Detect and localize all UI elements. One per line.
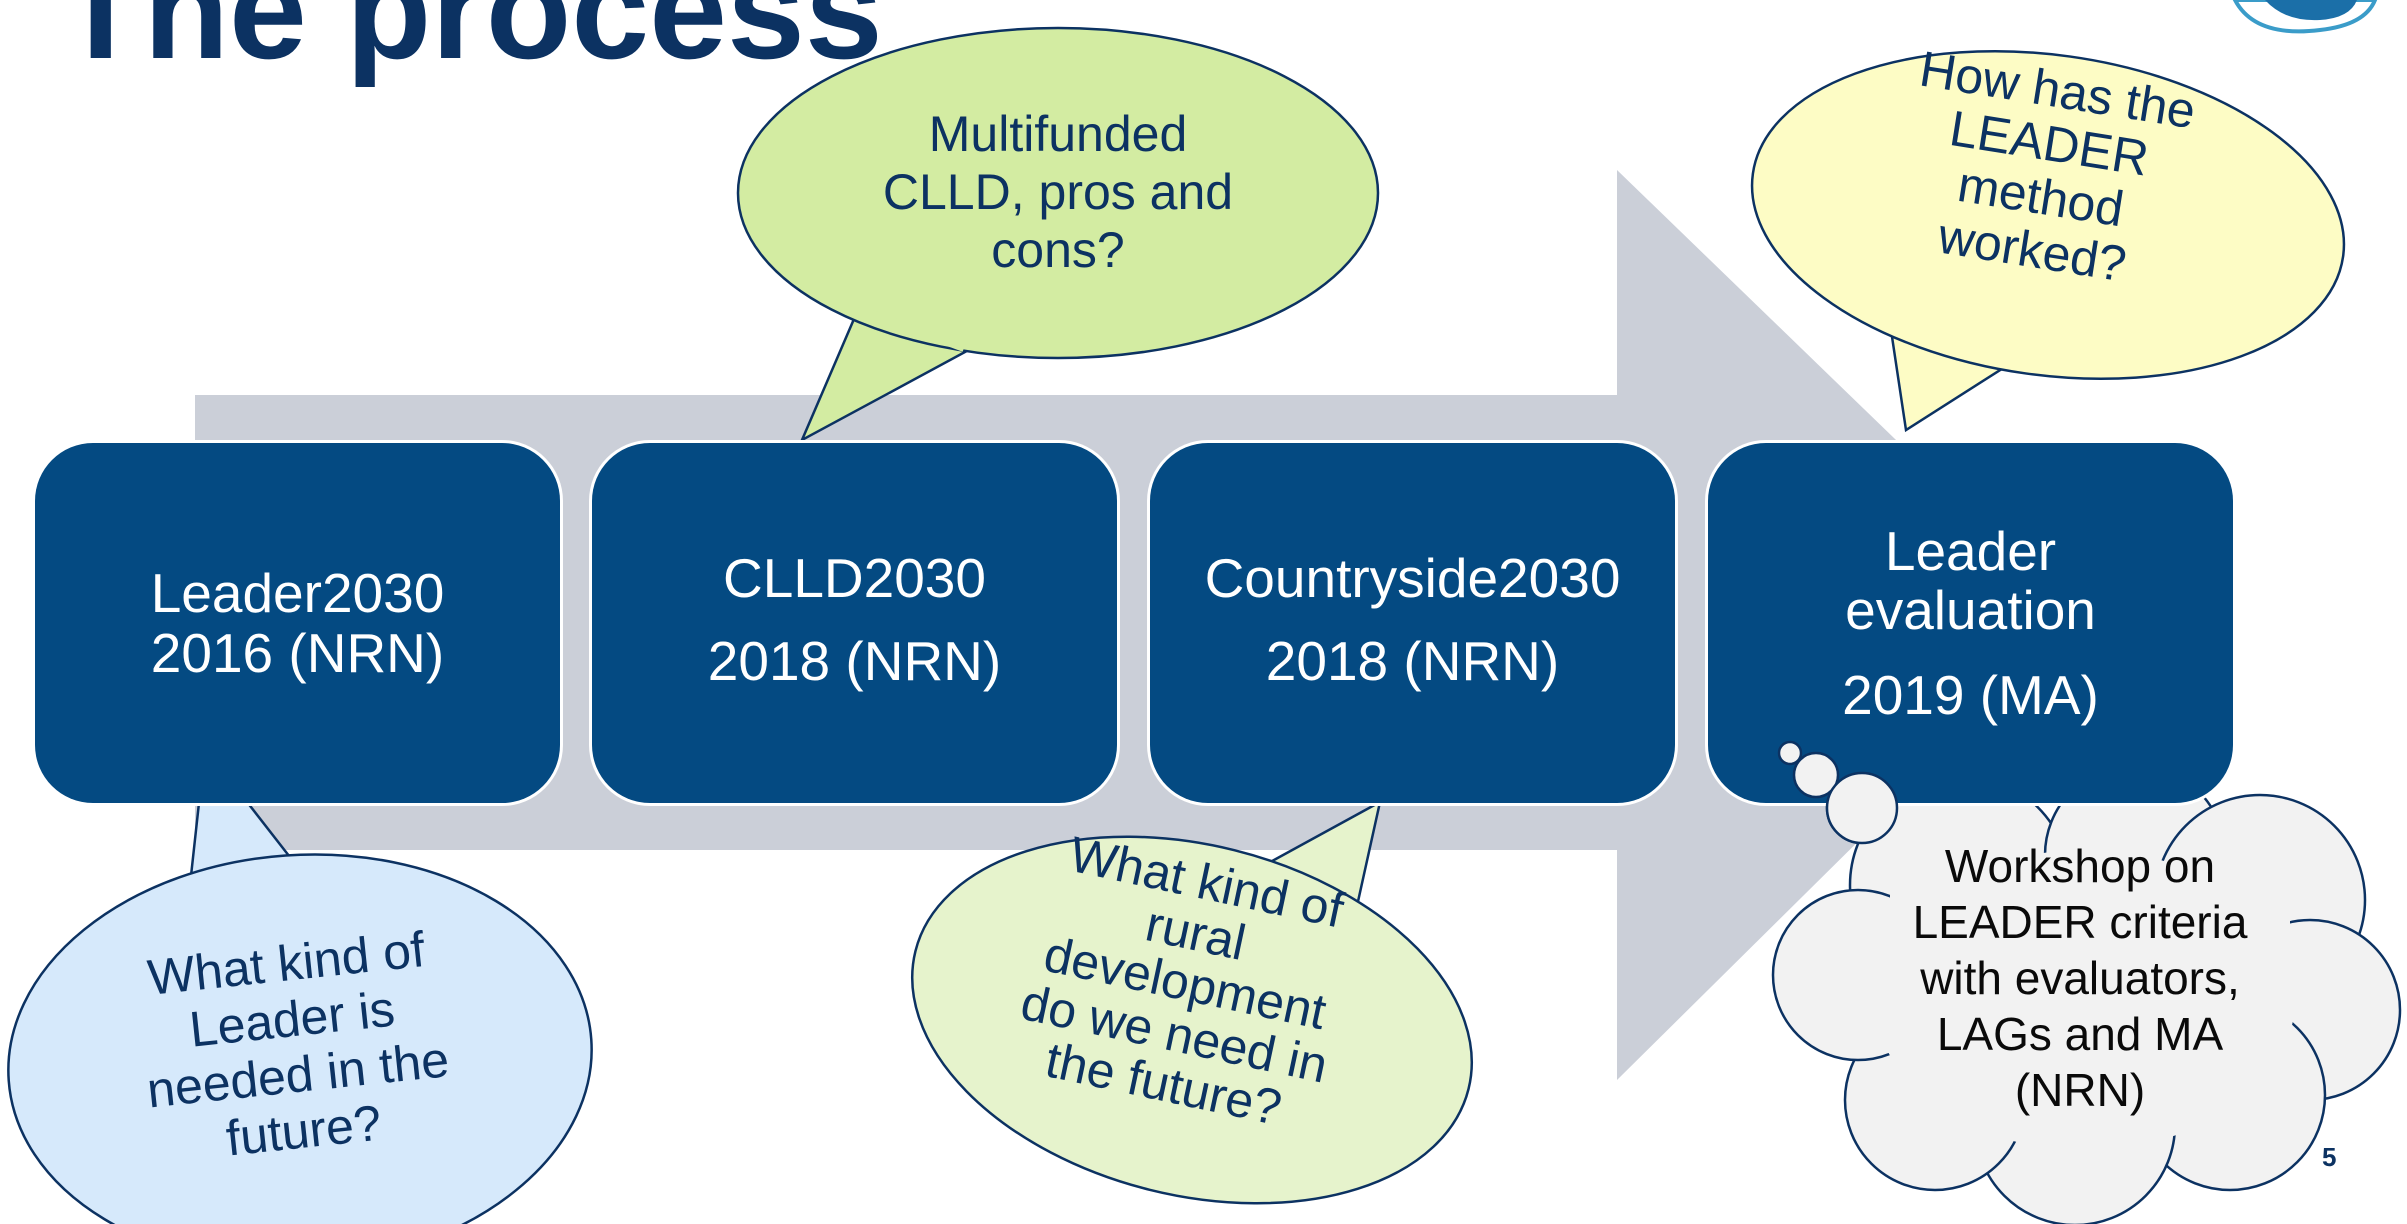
cloud-workshop: Workshop on LEADER criteria with evaluat… xyxy=(1870,838,2290,1119)
cloud-line: Workshop on xyxy=(1944,840,2216,892)
process-arrow xyxy=(195,170,2082,1080)
cloud-line: LAGs and MA xyxy=(1936,1008,2224,1061)
box-year: 2019 (MA) xyxy=(1842,664,2099,726)
process-box-leader2030: Leader2030 2016 (NRN) xyxy=(35,443,560,803)
box-year: 2018 (NRN) xyxy=(1265,630,1560,692)
callout-line: cons? xyxy=(991,222,1125,278)
callout-multifunded: Multifunded CLLD, pros and cons? xyxy=(808,105,1308,279)
callout-line: Multifunded xyxy=(928,106,1188,162)
box-year: 2016 (NRN) xyxy=(150,622,445,684)
callout-leader-method-shape xyxy=(1750,49,2346,433)
cloud-workshop-shape xyxy=(1771,740,2402,1224)
process-box-countryside2030: Countryside2030 2018 (NRN) xyxy=(1150,443,1675,803)
box-year: 2018 (NRN) xyxy=(707,630,1002,692)
slide-title: The process xyxy=(58,0,883,88)
cloud-line: with evaluators, xyxy=(1920,952,2240,1005)
box-label: Leader xyxy=(1884,520,2057,582)
box-label: Leader2030 xyxy=(150,562,445,624)
cloud-line: LEADER criteria xyxy=(1912,896,2248,949)
callout-multifunded-shape xyxy=(736,26,1380,443)
page-number: 5 xyxy=(2322,1142,2337,1172)
box-label: CLLD2030 xyxy=(723,547,986,609)
callout-rural-dev-shape xyxy=(910,799,1474,1205)
callout-line: CLLD, pros and xyxy=(882,164,1234,220)
cloud-line: (NRN) xyxy=(2014,1064,2146,1117)
box-label-2: evaluation xyxy=(1845,579,2096,641)
process-box-clld2030: CLLD2030 2018 (NRN) xyxy=(592,443,1117,803)
box-label: Countryside2030 xyxy=(1204,547,1621,609)
callout-leader-future: What kind of Leader is needed in the fut… xyxy=(94,916,495,1178)
logo-fragment xyxy=(2232,0,2378,34)
